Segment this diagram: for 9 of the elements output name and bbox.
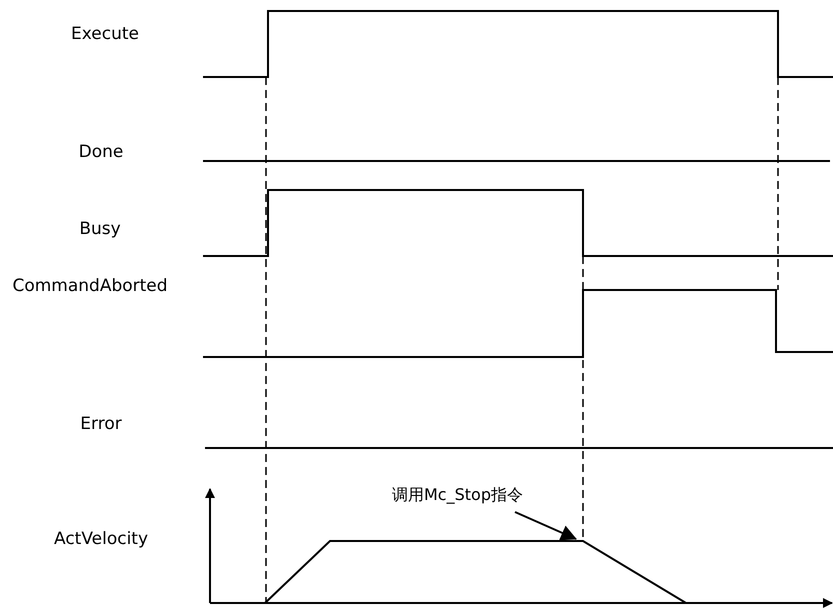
velocity-curve — [264, 540, 687, 604]
signal-name: Done — [78, 142, 124, 162]
signal-name: Error — [80, 414, 122, 434]
signal-name: CommandAborted — [12, 276, 168, 296]
signal-name: ActVelocity — [54, 529, 148, 549]
signal-name: Busy — [79, 219, 121, 239]
leader-arrow — [514, 511, 577, 540]
signal-name: Execute — [71, 24, 139, 44]
annotation-text: 调用Mc_Stop指令 — [392, 485, 523, 506]
